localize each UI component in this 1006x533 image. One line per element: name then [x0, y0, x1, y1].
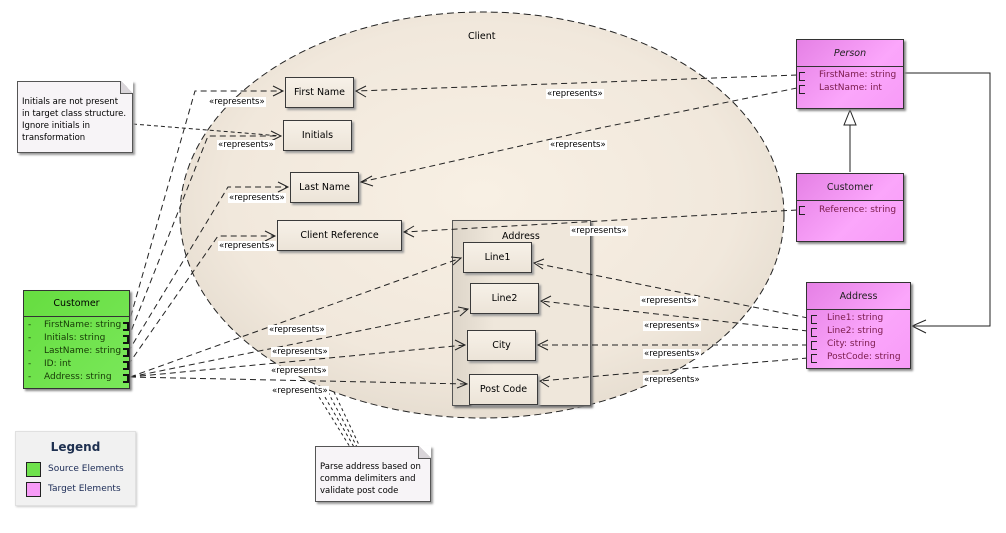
attribute-port: [799, 206, 805, 215]
attribute-row[interactable]: PostCode: string: [827, 352, 901, 362]
boundary-label: Client: [468, 31, 496, 42]
class-name: Address: [807, 283, 910, 310]
target-class-address[interactable]: Address Line1: string Line2: string City…: [806, 282, 911, 369]
component-label: Line2: [491, 293, 518, 304]
attribute-port: [811, 315, 817, 324]
component-label: City: [492, 340, 511, 351]
attribute-row[interactable]: - Address: string: [24, 372, 129, 385]
attribute-visibility: -: [28, 359, 32, 369]
represents-label: «represents»: [546, 89, 604, 99]
legend-label-source: Source Elements: [48, 464, 124, 474]
attribute-port: [123, 361, 129, 370]
attribute-row[interactable]: - ID: int: [24, 359, 129, 372]
component-label: Initials: [301, 130, 334, 141]
note-text: Parse address based on comma delimiters …: [320, 462, 421, 496]
attribute-port: [811, 328, 817, 337]
attribute-port: [123, 348, 129, 357]
represents-label: «represents»: [643, 375, 701, 385]
target-class-customer[interactable]: Customer Reference: string: [796, 173, 904, 242]
component-post-code[interactable]: Post Code: [469, 374, 538, 405]
component-label: Post Code: [479, 384, 528, 395]
component-label: Client Reference: [300, 230, 379, 241]
attribute-text: Address: string: [44, 372, 112, 382]
attribute-port: [123, 335, 129, 344]
attribute-row[interactable]: LastName: int: [819, 83, 882, 93]
component-label: Line1: [484, 252, 511, 263]
legend: Legend Source Elements Target Elements: [15, 431, 136, 506]
legend-title: Legend: [50, 440, 101, 454]
represents-label: «represents»: [270, 366, 328, 376]
attribute-port: [799, 72, 805, 81]
attribute-row[interactable]: FirstName: string: [819, 70, 897, 80]
represents-label: «represents»: [549, 140, 607, 150]
represents-label: «represents»: [271, 347, 329, 357]
attribute-row[interactable]: Reference: string: [819, 205, 897, 215]
attribute-list: FirstName: string LastName: int: [797, 67, 903, 96]
legend-swatch-source: [26, 462, 41, 477]
attribute-port: [123, 374, 129, 383]
attribute-row[interactable]: Line2: string: [827, 326, 884, 336]
attribute-port: [811, 341, 817, 350]
attribute-row[interactable]: City: string: [827, 339, 876, 349]
note-text: Initials are not present in target class…: [22, 97, 127, 143]
legend-swatch-target: [26, 482, 41, 497]
attribute-visibility: -: [28, 372, 32, 382]
represents-label: «represents»: [570, 226, 628, 236]
represents-label: «represents»: [228, 193, 286, 203]
component-first-name[interactable]: First Name: [285, 77, 354, 108]
component-client-reference[interactable]: Client Reference: [277, 220, 402, 251]
target-class-person[interactable]: Person FirstName: string LastName: int: [796, 39, 904, 109]
represents-label: «represents»: [271, 386, 329, 396]
address-container-label: Address: [502, 231, 540, 242]
attribute-row[interactable]: Line1: string: [827, 313, 884, 323]
attribute-visibility: -: [28, 320, 32, 330]
note-fold-icon: [120, 81, 133, 94]
represents-label: «represents»: [218, 241, 276, 251]
attribute-row[interactable]: - LastName: string: [24, 346, 129, 359]
represents-label: «represents»: [640, 296, 698, 306]
represents-label: «represents»: [217, 140, 275, 150]
component-city[interactable]: City: [467, 330, 536, 361]
attribute-list: Line1: string Line2: string City: string…: [807, 310, 910, 365]
attribute-visibility: -: [28, 333, 32, 343]
represents-label: «represents»: [268, 325, 326, 335]
source-class-customer[interactable]: Customer - FirstName: string - Initials: s…: [23, 290, 130, 389]
component-line1[interactable]: Line1: [463, 242, 532, 273]
attribute-visibility: -: [28, 346, 32, 356]
class-name: Person: [797, 40, 903, 67]
attribute-port: [799, 85, 805, 94]
attribute-list: - FirstName: string - Initials: string - La…: [24, 317, 129, 385]
legend-label-target: Target Elements: [48, 484, 121, 494]
class-name: Customer: [24, 291, 129, 317]
attribute-row[interactable]: - FirstName: string: [24, 320, 129, 333]
attribute-port: [811, 354, 817, 363]
component-last-name[interactable]: Last Name: [290, 172, 359, 203]
represents-label: «represents»: [643, 321, 701, 331]
represents-label: «represents»: [643, 349, 701, 359]
attribute-text: FirstName: string: [44, 320, 122, 330]
attribute-list: Reference: string: [797, 201, 903, 218]
represents-label: «represents»: [208, 97, 266, 107]
note-initials[interactable]: Initials are not present in target class…: [17, 81, 133, 153]
class-name: Customer: [797, 174, 903, 201]
attribute-text: ID: int: [44, 359, 72, 369]
component-line2[interactable]: Line2: [470, 283, 539, 314]
attribute-text: Initials: string: [44, 333, 106, 343]
component-initials[interactable]: Initials: [283, 120, 352, 151]
component-label: First Name: [293, 87, 346, 98]
note-address[interactable]: Parse address based on comma delimiters …: [315, 446, 431, 502]
attribute-row[interactable]: - Initials: string: [24, 333, 129, 346]
attribute-text: LastName: string: [44, 346, 122, 356]
attribute-port: [123, 322, 129, 331]
note-fold-icon: [418, 446, 431, 459]
component-label: Last Name: [299, 182, 350, 193]
